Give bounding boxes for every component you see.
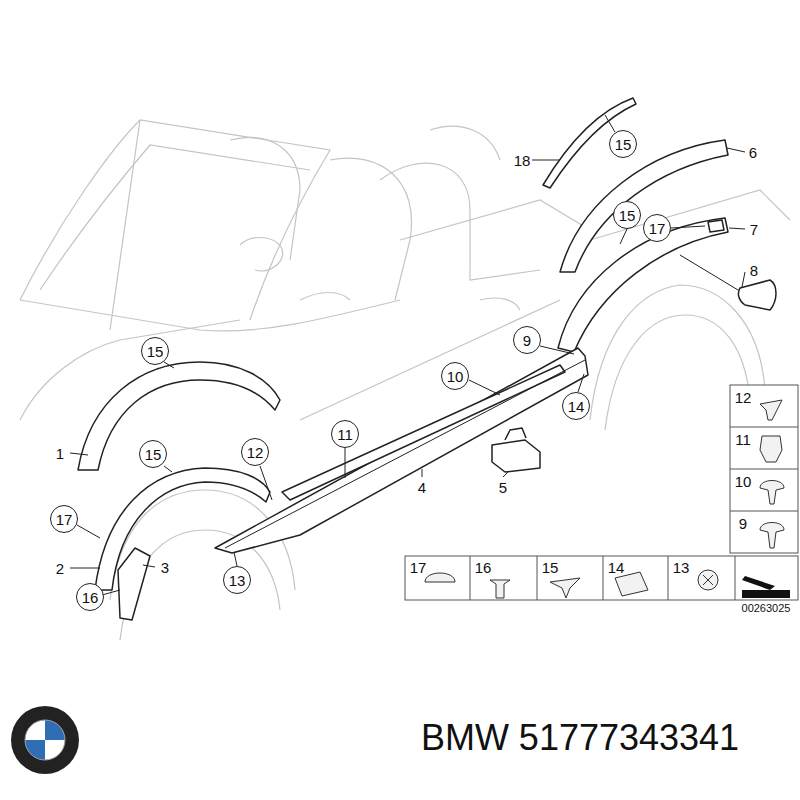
callout-circle: 12: [241, 438, 269, 466]
part-number-caption: BMW 51777343341: [421, 720, 739, 756]
callout-circle: 11: [331, 420, 359, 448]
callout-number: 14: [608, 560, 625, 575]
callout-number: 12: [735, 390, 752, 405]
callout-number: 15: [147, 344, 164, 359]
callout-circle: 17: [50, 505, 78, 533]
callout-number: 17: [649, 221, 666, 236]
callout-circle: 15: [141, 337, 169, 365]
callout-circle: 13: [223, 566, 251, 594]
callout-circle: 15: [613, 201, 641, 229]
callout-number: 11: [337, 427, 353, 442]
callout-circle: 10: [441, 362, 469, 390]
drawing-number: 00263025: [742, 603, 791, 614]
callout-circle: 17: [643, 214, 671, 242]
callout-number: 16: [82, 590, 99, 605]
callout-number: 16: [475, 560, 492, 575]
callout-number: 18: [514, 153, 531, 168]
callout-number: 17: [410, 560, 427, 575]
callout-number: 14: [568, 399, 585, 414]
callout-number: 5: [499, 480, 507, 495]
callout-number: 6: [749, 145, 757, 160]
callout-number: 9: [739, 516, 747, 531]
callout-number: 2: [56, 561, 64, 576]
callout-number: 15: [615, 137, 632, 152]
callout-number: 13: [673, 560, 690, 575]
callout-number: 13: [229, 573, 246, 588]
callout-circle: 15: [609, 130, 637, 158]
callout-number: 11: [735, 432, 751, 447]
callout-number: 12: [247, 445, 264, 460]
callout-number: 15: [619, 208, 636, 223]
callout-number: 17: [56, 512, 73, 527]
callout-number: 15: [145, 447, 162, 462]
callout-number: 10: [447, 369, 464, 384]
callout-circle: 9: [513, 326, 541, 354]
callout-number: 1: [56, 446, 64, 461]
callout-number: 9: [523, 333, 531, 348]
callout-circle: 15: [139, 440, 167, 468]
callout-number: 10: [735, 474, 752, 489]
callout-number: 15: [542, 560, 559, 575]
callout-circle: 16: [76, 583, 104, 611]
callout-number: 3: [161, 560, 169, 575]
callout-number: 7: [750, 222, 758, 237]
callout-number: 4: [418, 480, 426, 495]
callout-circle: 14: [562, 392, 590, 420]
callout-number: 8: [750, 263, 758, 278]
